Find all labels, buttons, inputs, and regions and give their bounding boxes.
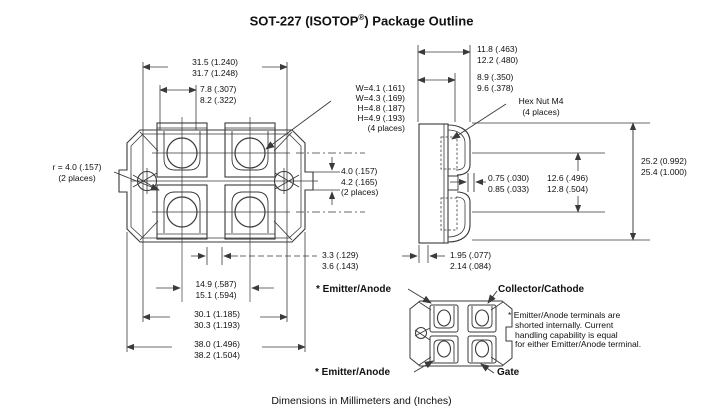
small-terminal-pads xyxy=(429,304,497,364)
main-outline xyxy=(118,129,314,243)
small-pad xyxy=(467,304,497,333)
page-title: SOT-227 (ISOTOP®) Package Outline xyxy=(0,13,723,28)
dim-label-8-9: 8.9 (.350)9.6 (.378) xyxy=(477,72,514,93)
dim-label-4-0-slot: 4.0 (.157)4.2 (.165)(2 places) xyxy=(341,166,379,197)
hex-nut-top xyxy=(440,136,458,170)
dim-label-38-0: 38.0 (1.496)38.2 (1.504) xyxy=(194,339,240,360)
dim-label-1-95: 1.95 (.077)2.14 (.084) xyxy=(450,250,492,271)
side-terminal-clips xyxy=(447,124,475,243)
dim-label-terminal-window: W=4.1 (.161)W=4.3 (.169)H=4.8 (.187)H=4.… xyxy=(355,83,405,133)
dim-label-30-1: 30.1 (1.185)30.3 (1.193) xyxy=(194,309,240,330)
terminal-label-emitter-anode-bottom: * Emitter/Anode xyxy=(315,367,391,378)
corner-funnel-lines xyxy=(132,131,300,241)
dim-label-radius: r = 4.0 (.157)(2 places) xyxy=(52,162,102,183)
small-pad xyxy=(429,335,459,364)
dimension-lines xyxy=(113,45,650,352)
window-leader-line xyxy=(265,100,332,150)
dim-label-25-2: 25.2 (0.992)25.4 (1.000) xyxy=(641,156,687,177)
main-top-view xyxy=(118,117,365,302)
dim-label-11-8: 11.8 (.463)12.2 (.480) xyxy=(477,44,519,65)
dim-label-0-75: 0.75 (.030)0.85 (.033) xyxy=(488,173,530,194)
small-pad xyxy=(429,304,459,333)
hexnut-leader-line xyxy=(451,103,507,140)
terminal-assignment-view xyxy=(407,288,513,374)
small-outline xyxy=(409,300,513,367)
dim-label-hex-nut: Hex Nut M4(4 places) xyxy=(518,96,564,117)
terminal-label-gate: Gate xyxy=(497,367,520,378)
terminal-label-emitter-anode-top: * Emitter/Anode xyxy=(316,284,392,295)
centerlines xyxy=(131,117,365,302)
dim-label-7-8: 7.8 (.307)8.2 (.322) xyxy=(200,84,237,105)
dim-label-12-6: 12.6 (.496)12.8 (.504) xyxy=(547,173,589,194)
side-view xyxy=(418,123,475,244)
side-body xyxy=(418,123,449,244)
small-pad xyxy=(467,335,497,364)
dimensions-caption: Dimensions in Millimeters and (Inches) xyxy=(271,395,452,407)
emitter-anode-note: * Emitter/Anode terminals are shorted in… xyxy=(508,310,642,350)
dim-label-14-9: 14.9 (.587)15.1 (.594) xyxy=(195,279,237,300)
radius-leader-line xyxy=(113,171,160,191)
hex-nut-bottom xyxy=(440,197,458,231)
title-text-suffix: ) Package Outline xyxy=(364,13,474,29)
terminal-label-collector-cathode: Collector/Cathode xyxy=(498,284,585,295)
registered-trademark: ® xyxy=(358,13,365,22)
title-text: SOT-227 (ISOTOP xyxy=(249,13,359,29)
small-corner-lines xyxy=(414,301,504,366)
dim-label-31-5: 31.5 (1.240)31.7 (1.248) xyxy=(192,57,238,78)
main-outline-inner xyxy=(130,133,302,239)
dim-label-3-3: 3.3 (.129)3.6 (.143) xyxy=(322,250,359,271)
small-mounting-hole xyxy=(415,327,427,339)
terminal-leader-lines xyxy=(407,288,498,374)
